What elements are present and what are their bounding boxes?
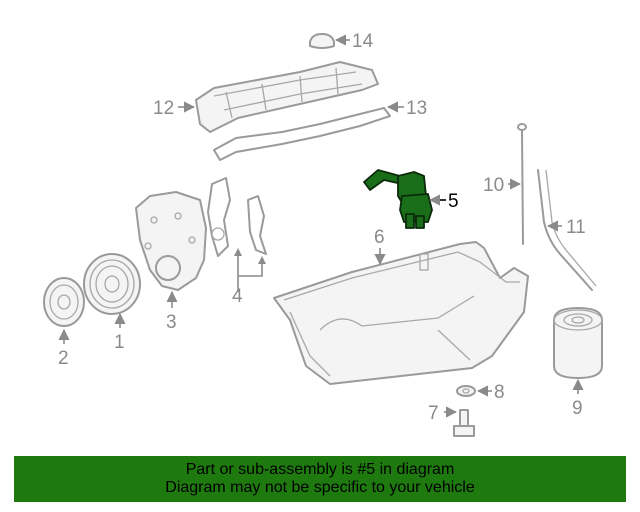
callout-3: 3 [166, 312, 177, 333]
callout-13: 13 [406, 98, 427, 119]
callout-2: 2 [58, 348, 69, 369]
harmonic-balancer[interactable]: 1 [83, 253, 141, 353]
valve-cover-gasket[interactable]: 13 [213, 98, 427, 161]
banner-line-2: Diagram may not be specific to your vehi… [165, 479, 475, 496]
callout-10: 10 [483, 175, 504, 196]
valve-cover[interactable]: 12 [153, 61, 379, 133]
callout-5: 5 [448, 191, 459, 212]
callout-14: 14 [352, 31, 374, 52]
callout-12: 12 [153, 98, 174, 119]
callout-9: 9 [572, 398, 583, 419]
drain-plug-gasket[interactable]: 8 [456, 382, 505, 403]
oil-filler-cap[interactable]: 14 [309, 31, 374, 52]
timing-cover[interactable]: 3 [135, 191, 207, 333]
oil-filter[interactable]: 9 [553, 307, 603, 419]
vehicle-fit-banner: Part or sub-assembly is #5 in diagram Di… [14, 456, 626, 502]
dipstick[interactable]: 10 [483, 123, 527, 245]
callout-1: 1 [114, 332, 125, 353]
oil-pan[interactable]: 6 [273, 227, 529, 385]
drain-plug[interactable]: 7 [428, 403, 475, 437]
callout-7: 7 [428, 403, 439, 424]
callout-4: 4 [232, 286, 243, 307]
callout-11: 11 [566, 217, 586, 238]
callout-6: 6 [374, 227, 385, 248]
callout-8: 8 [494, 382, 505, 403]
oil-pump[interactable]: 5 [363, 169, 459, 229]
crankshaft-pulley[interactable]: 2 [43, 277, 85, 369]
banner-line-1: Part or sub-assembly is #5 in diagram [185, 461, 455, 478]
dipstick-tube[interactable]: 11 [537, 169, 597, 291]
timing-cover-gaskets[interactable]: 4 [207, 177, 267, 307]
